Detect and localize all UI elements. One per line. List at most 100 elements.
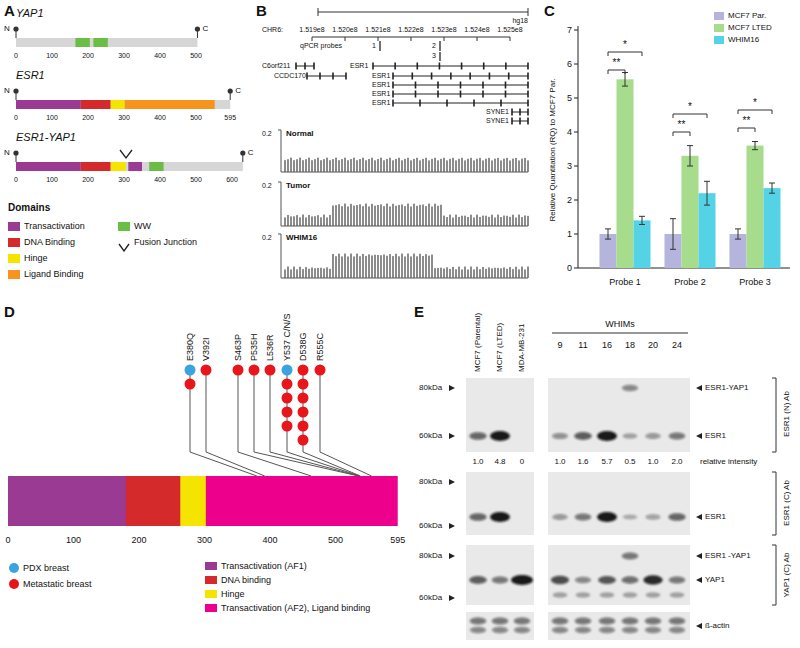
y-tick xyxy=(574,98,578,99)
coverage-bar xyxy=(386,204,388,226)
protein-band xyxy=(623,592,638,597)
mutation-stem xyxy=(320,370,372,476)
error-bar xyxy=(625,73,626,87)
axis-tick-label: 100 xyxy=(46,52,58,60)
category-label: Probe 1 xyxy=(609,277,641,287)
y-tick xyxy=(574,234,578,235)
size-marker: 60kDa xyxy=(419,593,442,602)
protein-band xyxy=(669,617,686,624)
coverage-bar xyxy=(368,206,370,226)
coverage-bar xyxy=(347,206,349,226)
gene-exon xyxy=(306,73,308,80)
coverage-bar xyxy=(503,159,505,172)
gene-exon xyxy=(483,63,485,70)
y-tick xyxy=(574,166,578,167)
scale-bar-end xyxy=(318,8,319,16)
significance-mark: * xyxy=(623,39,627,51)
legend-text: MCF7 LTED xyxy=(728,23,772,32)
coverage-bar xyxy=(518,269,520,278)
coverage-bar xyxy=(383,206,385,226)
coverage-bar xyxy=(347,160,349,172)
coverage-bar xyxy=(524,269,526,278)
panel-letter: B xyxy=(256,2,267,19)
coverage-bar xyxy=(404,206,406,226)
axis-tick-label: 100 xyxy=(66,535,81,545)
protein-band xyxy=(575,577,591,583)
coverage-bar xyxy=(485,269,487,278)
legend-swatch xyxy=(205,590,217,598)
gene-exon xyxy=(392,73,394,80)
coverage-bar xyxy=(314,216,316,226)
coverage-bar xyxy=(383,160,385,172)
probe-mark xyxy=(439,41,440,51)
protein-band xyxy=(669,432,686,439)
protein-band xyxy=(552,627,568,633)
protein-band xyxy=(599,617,616,624)
data-bar xyxy=(634,220,651,268)
intensity-value: 4.8 xyxy=(494,457,505,466)
axis-tick-label: 600 xyxy=(226,176,238,184)
coverage-bar xyxy=(332,206,334,226)
terminus-label: C xyxy=(202,24,208,33)
coverage-bar xyxy=(431,159,433,172)
panel-letter: C xyxy=(544,2,555,19)
panel-letter: E xyxy=(414,303,424,320)
legend-text: Metastatic breast xyxy=(23,579,92,589)
coverage-bar xyxy=(392,256,394,278)
protein-band xyxy=(622,627,638,633)
gene-exon xyxy=(431,73,433,80)
error-cap xyxy=(704,205,710,206)
protein-band xyxy=(622,617,639,624)
coverage-bar xyxy=(389,254,391,278)
coverage-bar xyxy=(344,254,346,278)
error-cap xyxy=(735,228,741,229)
gene-exon xyxy=(394,63,396,70)
legend-text: WHIM16 xyxy=(728,35,759,44)
gene-exon xyxy=(527,118,529,125)
protein-band xyxy=(511,575,533,585)
axis-tick-label: 2 xyxy=(567,195,572,205)
track-baseline xyxy=(281,278,528,279)
coverage-bar xyxy=(392,204,394,226)
coverage-bar xyxy=(413,254,415,278)
coverage-bar xyxy=(461,158,463,172)
legend-heading: Domains xyxy=(8,202,50,214)
legend-swatch xyxy=(714,24,724,32)
gene-exon xyxy=(469,73,471,80)
coverage-bar xyxy=(497,158,499,172)
coverage-bar xyxy=(437,206,439,226)
coverage-bar xyxy=(509,267,511,278)
coverage-bar xyxy=(287,215,289,226)
protein-band xyxy=(552,433,568,439)
marker-arrowhead xyxy=(449,479,455,485)
protein-band xyxy=(470,627,486,633)
axis-tick-label: 0 xyxy=(5,535,10,545)
protein-bar xyxy=(8,476,398,526)
intensity-value: 1.6 xyxy=(577,457,588,466)
mutation-stem xyxy=(287,370,360,476)
coverage-bar xyxy=(350,159,352,172)
protein-band xyxy=(645,433,661,439)
coverage-bar xyxy=(353,158,355,172)
coverage-bar xyxy=(443,269,445,278)
error-bar xyxy=(690,146,691,166)
protein-band xyxy=(622,385,638,391)
error-cap xyxy=(752,149,758,150)
coverage-bar xyxy=(470,215,472,226)
scale-bar xyxy=(318,12,528,13)
coverage-bar xyxy=(506,158,508,172)
axis-tick-label: 0 xyxy=(14,176,18,184)
coverage-bar xyxy=(311,160,313,172)
coverage-bar xyxy=(509,217,511,226)
coverage-bar xyxy=(407,158,409,172)
coverage-bar xyxy=(476,267,478,278)
coverage-bar xyxy=(335,158,337,172)
axis-tick-label: 4 xyxy=(567,127,572,137)
coverage-bar xyxy=(374,160,376,172)
coverage-bar xyxy=(500,217,502,226)
protein-band xyxy=(645,627,661,633)
coverage-bar xyxy=(314,159,316,172)
coverage-bar xyxy=(293,216,295,226)
legend-text: DNA binding xyxy=(221,575,271,585)
gene-exon xyxy=(505,82,507,89)
